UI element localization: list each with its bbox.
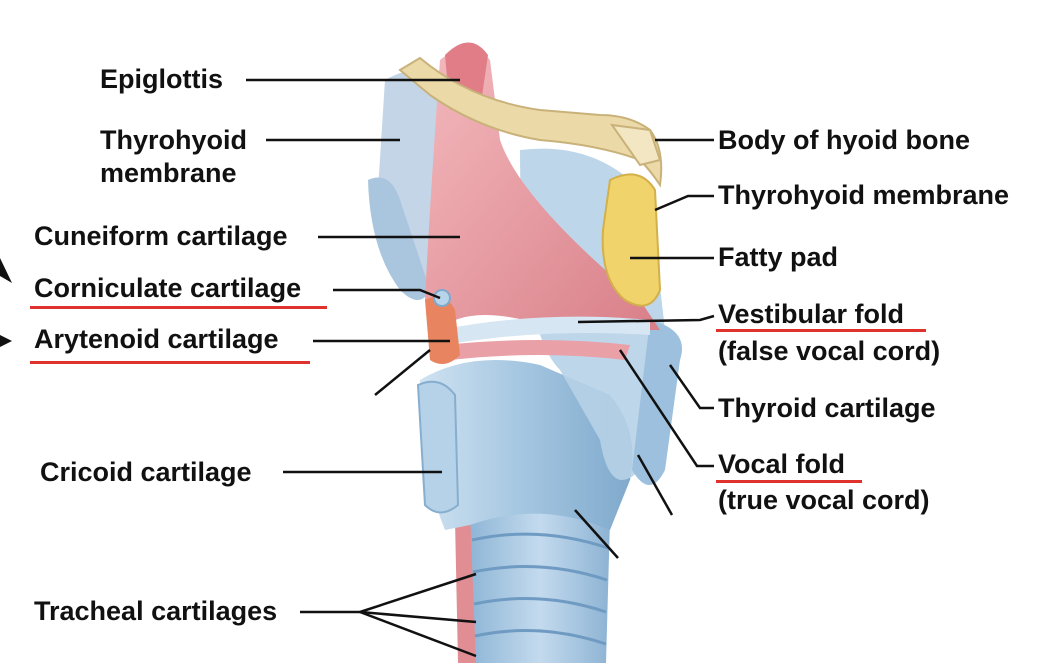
underline-vocal-fold bbox=[716, 480, 862, 483]
label-true-vocal-cord: (true vocal cord) bbox=[718, 485, 930, 515]
trachea bbox=[470, 502, 610, 663]
label-cricoid-cartilage: Cricoid cartilage bbox=[40, 457, 252, 487]
arytenoid-shape bbox=[425, 296, 460, 364]
label-fatty-pad: Fatty pad bbox=[718, 242, 839, 272]
arrow-tip-upper bbox=[0, 258, 12, 283]
label-false-vocal-cord: (false vocal cord) bbox=[718, 336, 941, 366]
label-cuneiform-cartilage: Cuneiform cartilage bbox=[34, 221, 288, 251]
label-tracheal-cartilages: Tracheal cartilages bbox=[34, 596, 278, 626]
label-vocal-fold: Vocal fold bbox=[718, 449, 846, 479]
label-corniculate-cartilage: Corniculate cartilage bbox=[34, 273, 302, 303]
label-vestibular-fold: Vestibular fold bbox=[718, 299, 905, 329]
underline-corniculate bbox=[30, 306, 327, 309]
underline-arytenoid bbox=[30, 361, 310, 364]
corniculate-shape bbox=[433, 289, 451, 307]
vestibular-fold-shape bbox=[440, 316, 650, 345]
arrow-tip-lower bbox=[0, 335, 12, 347]
label-epiglottis: Epiglottis bbox=[100, 64, 223, 94]
hyoid-shape bbox=[398, 56, 663, 188]
label-thyrohyoid-left-line1: Thyrohyoid bbox=[100, 125, 247, 155]
label-thyrohyoid-left-line2: membrane bbox=[100, 158, 237, 188]
vocal-fold-shape bbox=[445, 340, 630, 360]
fatty-pad-shape bbox=[601, 173, 662, 307]
underline-vestibular bbox=[716, 329, 926, 332]
label-thyroid-cartilage: Thyroid cartilage bbox=[718, 393, 936, 423]
label-arytenoid-cartilage: Arytenoid cartilage bbox=[34, 324, 279, 354]
tracheal-rings bbox=[471, 532, 609, 646]
label-thyrohyoid-membrane-right: Thyrohyoid membrane bbox=[718, 180, 1010, 210]
label-body-of-hyoid-bone: Body of hyoid bone bbox=[718, 125, 970, 155]
leader-lines bbox=[246, 78, 715, 658]
